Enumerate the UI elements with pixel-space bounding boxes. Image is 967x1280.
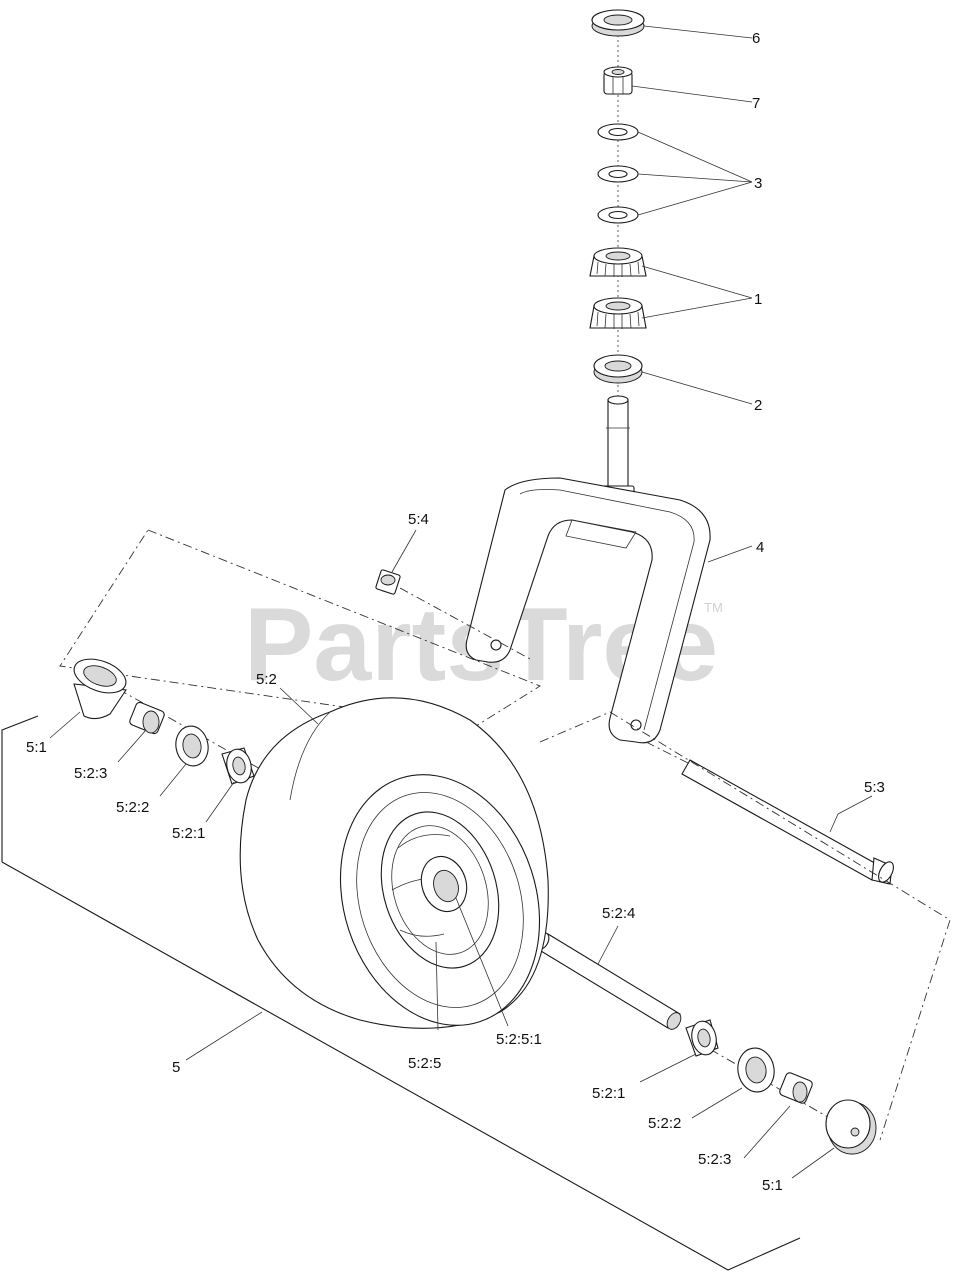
bearing-part-top [589,247,647,277]
callout-5-2-3-left: 5:2:3 [74,765,107,782]
axle-centerline-right [645,741,691,765]
nut-part [603,66,633,95]
bushing-part-right [779,1072,813,1104]
bearing-cup-part-right [737,1047,775,1093]
wheel-bearing-part-right [685,1019,719,1057]
callout-1: 1 [754,291,762,308]
wheel-bearing-part-left [221,747,255,785]
callout-5-4: 5:4 [408,511,429,528]
callout-6: 6 [752,30,760,47]
wheel-tire-part [239,697,549,1029]
assembly-bracket [1,715,801,1271]
callout-4: 4 [756,539,764,556]
hub-cap-part-right [825,1099,877,1155]
callout-5-3: 5:3 [864,779,885,796]
dust-cap-part [591,9,645,37]
callout-3: 3 [754,175,762,192]
hub-cap-part-left [73,658,127,720]
axle-centerline-upper [399,587,533,661]
bearing-cup-part-left [175,725,209,767]
washer-part-bottom [597,206,639,224]
callout-5-1-right: 5:1 [762,1177,783,1194]
callout-labels: 6 7 3 1 2 4 5:4 5:2 5:1 5:2:3 5:2:2 5:2:… [26,30,885,1194]
bearing-part-bottom [589,297,647,329]
washer-part-middle [597,165,639,183]
callout-5-2-2-left: 5:2:2 [116,799,149,816]
callout-5-2-5-1: 5:2:5:1 [496,1031,542,1048]
callout-5-2-5: 5:2:5 [408,1055,441,1072]
callout-5-2-1-right: 5:2:1 [592,1085,625,1102]
callout-5-2-2-right: 5:2:2 [648,1115,681,1132]
callout-5-2-4: 5:2:4 [602,905,635,922]
callout-5-2-1-left: 5:2:1 [172,825,205,842]
axle-bolt-part [681,759,894,885]
watermark-trademark: TM [704,600,723,615]
callout-5-1-left: 5:1 [26,739,47,756]
callout-2: 2 [754,397,762,414]
callout-5-2: 5:2 [256,671,277,688]
bearing-seal-part [593,354,643,384]
assembly-boundary-right [539,711,951,1141]
bushing-part-left [129,701,165,735]
washer-part-top [597,123,639,141]
callout-5-2-3-right: 5:2:3 [698,1151,731,1168]
callout-5: 5 [172,1059,180,1076]
caster-fork-part [465,395,711,744]
callout-7: 7 [752,95,760,112]
spacer-part [375,569,401,595]
leader-lines [49,25,873,1179]
